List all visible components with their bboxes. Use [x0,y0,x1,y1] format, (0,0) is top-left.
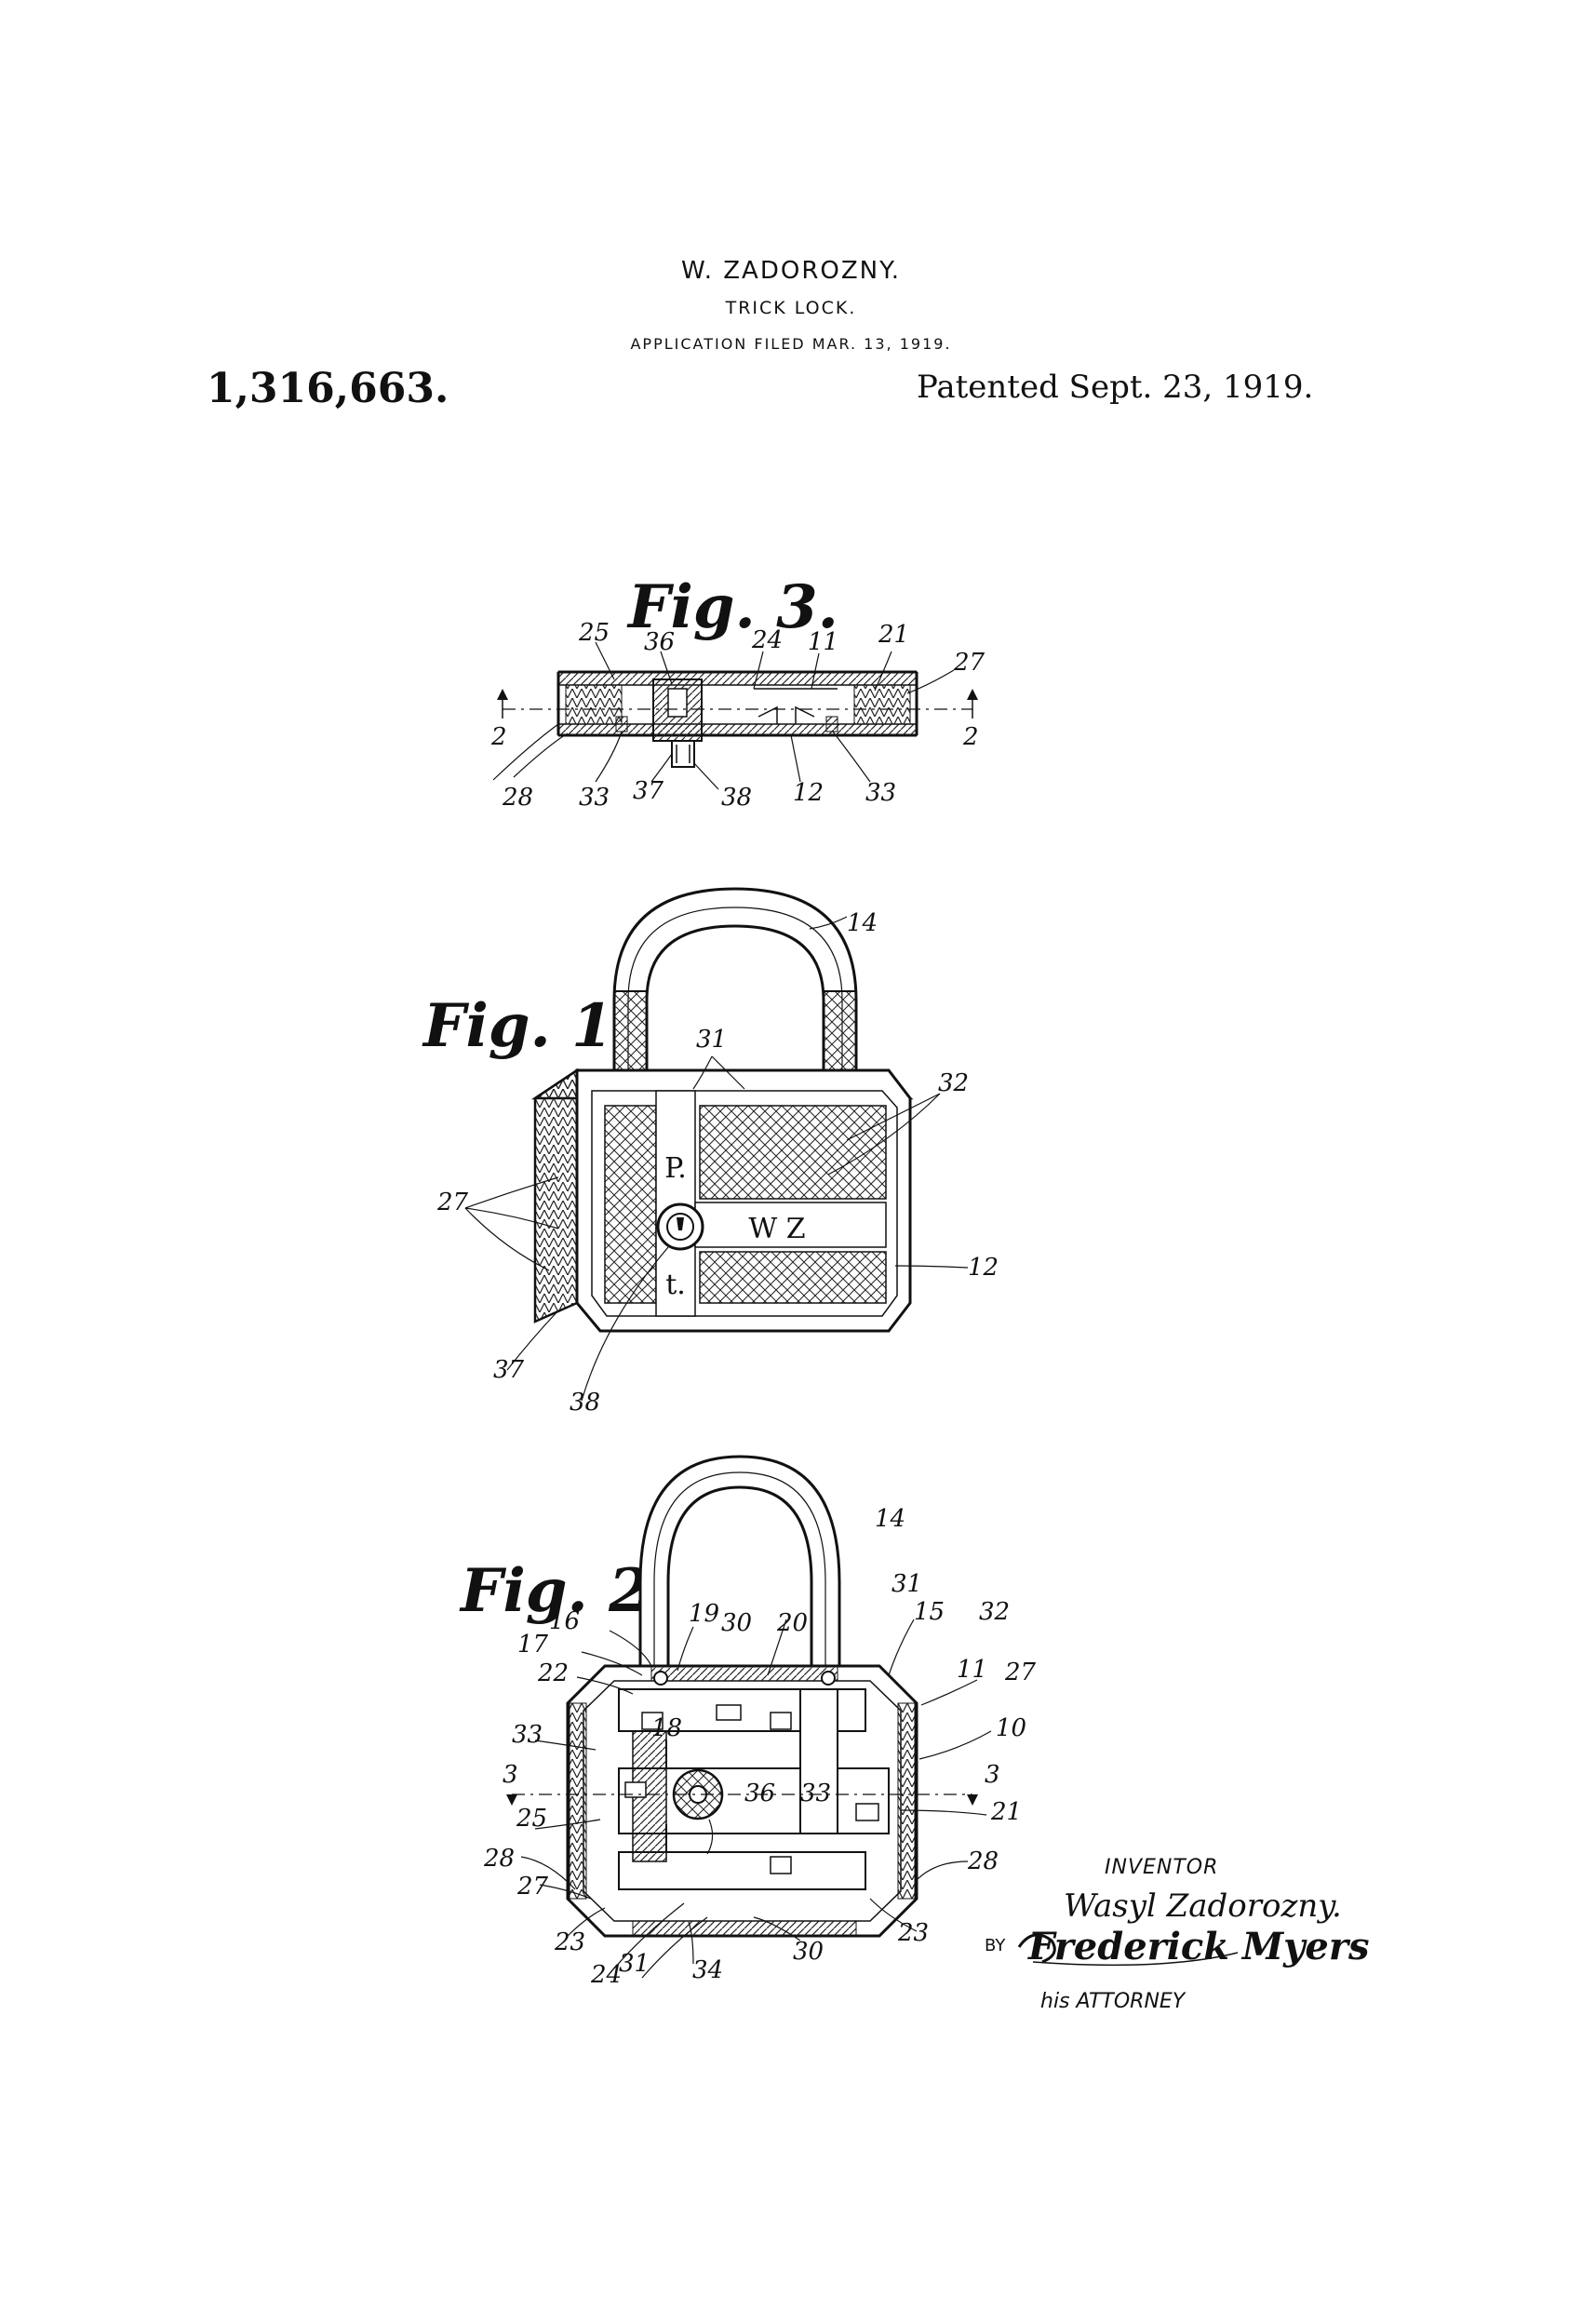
inventor-name-header: W. ZADOROZNY. [680,257,901,285]
fig2-ref: 31 [892,1570,922,1598]
fig2-ref: 34 [692,1956,723,1984]
fig2-ref: 23 [897,1919,929,1947]
inventor-signature: Wasyl Zadorozny. [1064,1887,1342,1925]
fig3-reference-numerals: 25 36 24 11 21 27 2 2 28 33 37 38 12 33 [490,619,985,812]
patent-date: Patented Sept. 23, 1919. [917,369,1314,406]
fig1-ref: 38 [570,1389,600,1417]
fig2-reference-numerals: 14 31 15 32 16 17 19 30 20 11 27 22 18 1… [483,1505,1037,1989]
fig1-ref: 37 [493,1356,525,1384]
fig2-ref: 20 [776,1609,808,1637]
fig3-ref: 36 [644,628,675,656]
fig3-label: Fig. 3. [628,572,838,642]
fig2-ref: 18 [651,1714,682,1742]
fig2-ref: 10 [996,1714,1026,1742]
fig3-ref: 25 [578,619,610,647]
fig2-ref: 16 [549,1607,580,1635]
fig2-ref: 28 [483,1845,515,1873]
fig2-ref: 31 [619,1950,650,1978]
fig2-ref: 3 [985,1761,1000,1789]
fig2-ref: 33 [512,1721,543,1749]
fig1-drawing: P. W Z t. [464,887,969,1402]
fig1-ref: 27 [436,1189,469,1216]
fig1-plate-letter-p: P. [664,1152,687,1185]
fig3-ref: 38 [721,784,752,812]
fig1-ref: 12 [968,1254,999,1282]
fig1-ref: 32 [938,1069,969,1097]
fig3-ref: 33 [865,779,896,807]
fig3-ref: 24 [751,626,783,654]
fig2-ref: 24 [590,1961,622,1989]
fig2-ref: 30 [793,1938,824,1966]
fig2-label: Fig. 2. [461,1556,671,1626]
fig1-ref: 14 [847,909,878,937]
fig2-ref: 27 [516,1873,549,1901]
fig2-ref: 17 [517,1631,549,1659]
fig3-ref: 33 [579,784,610,812]
patent-number: 1,316,663. [207,365,449,412]
fig1-label: Fig. 1. [423,991,634,1061]
fig2-ref: 33 [800,1780,831,1807]
fig3-ref: 28 [502,784,533,812]
fig2-ref: 3 [503,1761,518,1789]
fig2-ref: 32 [979,1598,1010,1626]
fig2-ref: 11 [957,1656,987,1684]
fig2-ref: 28 [967,1847,999,1875]
application-filed-line: APPLICATION FILED MAR. 13, 1919. [630,335,952,353]
fig1-reference-numerals: 14 31 32 27 12 37 38 [436,909,999,1417]
fig3-ref: 11 [808,628,838,656]
fig1-plate-letter-t: t. [665,1269,686,1301]
fig2-ref: 22 [537,1659,569,1687]
fig2-ref: 30 [721,1609,752,1637]
fig3-ref: 2 [962,723,979,751]
fig2-ref: 23 [554,1928,585,1956]
fig2-ref: 36 [744,1780,775,1807]
fig2-ref: 19 [689,1600,719,1628]
fig3-drawing [492,641,978,790]
attorney-label: his ATTORNEY [1040,1990,1186,2013]
attorney-signature: Frederick Myers [1028,1925,1370,1968]
by-label: BY [985,1936,1006,1955]
fig3-ref: 27 [953,649,985,677]
fig1-plate-letters-wz: W Z [748,1213,805,1245]
fig2-ref: 25 [516,1805,547,1833]
fig2-ref: 21 [990,1798,1022,1826]
inventor-label: INVENTOR [1105,1856,1219,1879]
fig3-ref: 21 [878,621,909,649]
fig3-ref: 12 [793,779,824,807]
fig2-ref: 27 [1004,1659,1037,1686]
fig2-ref: 15 [914,1598,945,1626]
patent-title: TRICK LOCK. [725,298,857,318]
fig3-ref: 37 [633,777,664,805]
fig2-drawing [506,1455,992,1979]
fig2-ref: 14 [875,1505,905,1533]
fig3-ref: 2 [490,723,507,751]
fig1-ref: 31 [696,1026,727,1054]
